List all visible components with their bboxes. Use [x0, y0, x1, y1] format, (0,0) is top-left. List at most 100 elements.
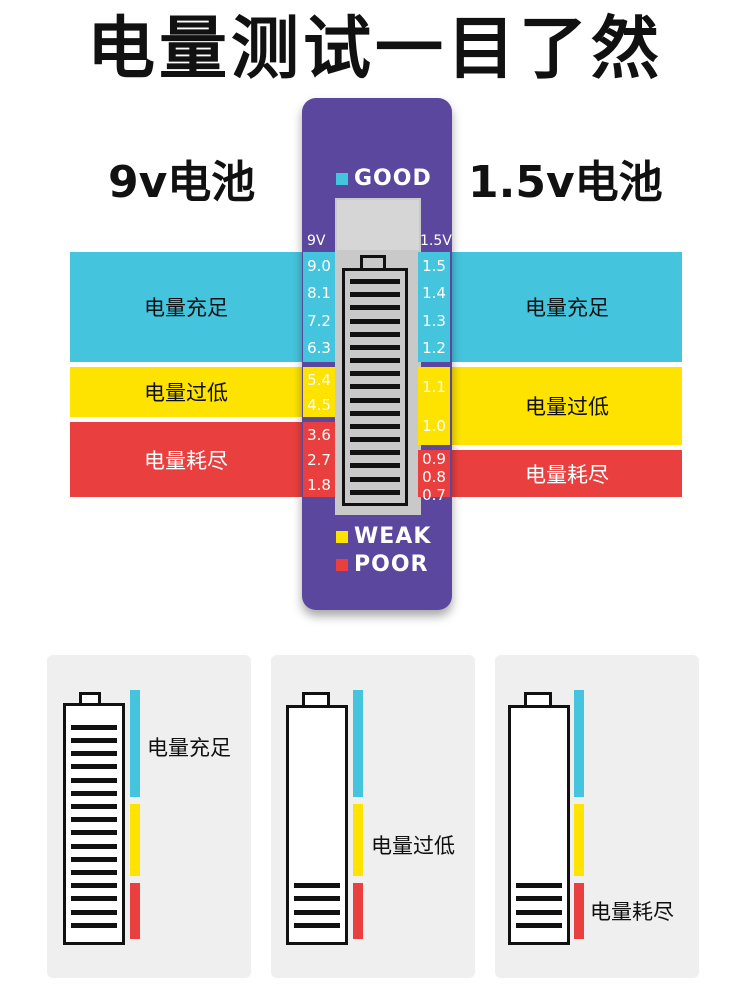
card-empty-label: 电量耗尽 [590, 900, 674, 924]
battery-cap [302, 692, 330, 706]
tick-9v: 7.2 [307, 311, 331, 330]
lcd-level-bar [350, 292, 400, 298]
lcd-level-bar [350, 318, 400, 324]
lcd-level-bar [350, 384, 400, 390]
1-5v-battery-label: 1.5v电池 [468, 157, 663, 208]
tick-15v: 1.3 [422, 311, 446, 330]
level-strip-yellow [574, 804, 584, 876]
battery-level-bar [516, 922, 562, 928]
ticks-15v-yellow: 1.1 1.0 [418, 367, 450, 445]
tick-15v: 1.1 [422, 377, 446, 396]
level-strip-yellow [130, 804, 140, 876]
lcd-level-bar [350, 489, 400, 495]
tick-9v: 2.7 [307, 450, 331, 469]
tick-15v: 1.5 [422, 256, 446, 275]
level-strip-yellow [353, 804, 363, 876]
battery-level-bar [71, 922, 117, 928]
battery-low-icon [286, 705, 348, 945]
lcd-level-bar [350, 476, 400, 482]
ticks-9v-yellow: 5.4 4.5 [303, 367, 335, 417]
battery-empty-icon [508, 705, 570, 945]
poor-swatch [336, 558, 348, 571]
lcd-level-bar [350, 397, 400, 403]
battery-level-bar [294, 896, 340, 902]
lcd-level-bar [350, 358, 400, 364]
level-strip-blue [130, 690, 140, 797]
ticks-9v-red: 3.6 2.7 1.8 [303, 422, 335, 497]
battery-level-bar [516, 909, 562, 915]
lcd-level-bar [350, 305, 400, 311]
left-band-empty-label: 电量耗尽 [144, 448, 228, 473]
battery-cap [524, 692, 552, 706]
battery-level-bar [71, 738, 117, 743]
right-band-full-label: 电量充足 [525, 296, 609, 320]
lcd-level-bar [350, 279, 400, 285]
left-band-empty: 电量耗尽 [70, 422, 302, 497]
lcd-level-bar [350, 423, 400, 429]
legend-poor: POOR [336, 552, 428, 577]
right-band-full: 电量充足 [452, 252, 682, 362]
battery-level-bar [71, 751, 117, 757]
lcd-level-bar [350, 437, 400, 443]
battery-level-bar [71, 843, 117, 849]
tick-9v: 8.1 [307, 284, 331, 303]
lcd-level-bar [350, 344, 400, 350]
battery-level-bar [71, 883, 117, 889]
legend-weak-label: WEAK [354, 524, 432, 549]
level-strip-blue [574, 690, 584, 797]
level-strip-red [574, 883, 584, 939]
battery-level-bar [71, 856, 117, 862]
battery-full-icon [63, 703, 125, 945]
tick-15v: 0.9 [422, 450, 446, 468]
battery-level-bar [71, 817, 117, 823]
legend-weak: WEAK [336, 524, 431, 549]
left-band-low: 电量过低 [70, 367, 302, 417]
ticks-15v-blue: 1.5 1.4 1.3 1.2 [418, 252, 450, 362]
battery-level-bar [294, 883, 340, 889]
card-full-label: 电量充足 [147, 736, 231, 760]
lcd-battery-cap [360, 255, 386, 269]
battery-level-bar [71, 804, 117, 809]
right-band-low: 电量过低 [452, 367, 682, 445]
lcd-screen-glare [337, 200, 419, 250]
scale-9v-header: 9V [307, 233, 326, 249]
left-band-low-label: 电量过低 [144, 381, 228, 405]
legend-poor-label: POOR [354, 552, 429, 577]
ticks-9v-blue: 9.0 8.1 7.2 6.3 [303, 252, 335, 362]
tick-9v: 6.3 [307, 339, 331, 358]
lcd-level-bar [350, 450, 400, 456]
battery-level-bar [71, 870, 117, 875]
weak-swatch [336, 530, 348, 543]
tick-15v: 1.0 [422, 416, 446, 435]
level-strip-blue [353, 690, 363, 797]
battery-level-bar [294, 909, 340, 915]
battery-level-bar [71, 909, 117, 915]
tick-15v: 0.7 [422, 486, 446, 504]
battery-level-bar [71, 724, 117, 730]
battery-level-bar [71, 896, 117, 902]
battery-level-bar [71, 764, 117, 770]
tick-15v: 0.8 [422, 468, 446, 486]
scale-15v-header: 1.5V [420, 233, 452, 249]
page-title: 电量测试一目了然 [86, 10, 663, 89]
level-strip-red [130, 883, 140, 939]
right-band-empty: 电量耗尽 [452, 450, 682, 497]
lcd-level-bar [350, 331, 400, 337]
left-band-full-label: 电量充足 [144, 296, 228, 320]
battery-level-bar [71, 777, 117, 783]
battery-level-bar [516, 883, 562, 889]
battery-level-bar [71, 830, 117, 836]
9v-battery-label: 9v电池 [108, 157, 256, 208]
tick-9v: 5.4 [307, 370, 331, 389]
right-band-empty-label: 电量耗尽 [525, 462, 609, 487]
tick-15v: 1.4 [422, 284, 446, 303]
good-swatch [336, 172, 348, 185]
lcd-level-bar [350, 371, 400, 377]
tick-9v: 9.0 [307, 256, 331, 275]
battery-level-bar [71, 790, 117, 796]
left-band-full: 电量充足 [70, 252, 302, 362]
tick-9v: 4.5 [307, 395, 331, 414]
card-low-label: 电量过低 [371, 834, 455, 858]
lcd-level-bar [350, 463, 400, 469]
legend-good-label: GOOD [354, 166, 432, 191]
